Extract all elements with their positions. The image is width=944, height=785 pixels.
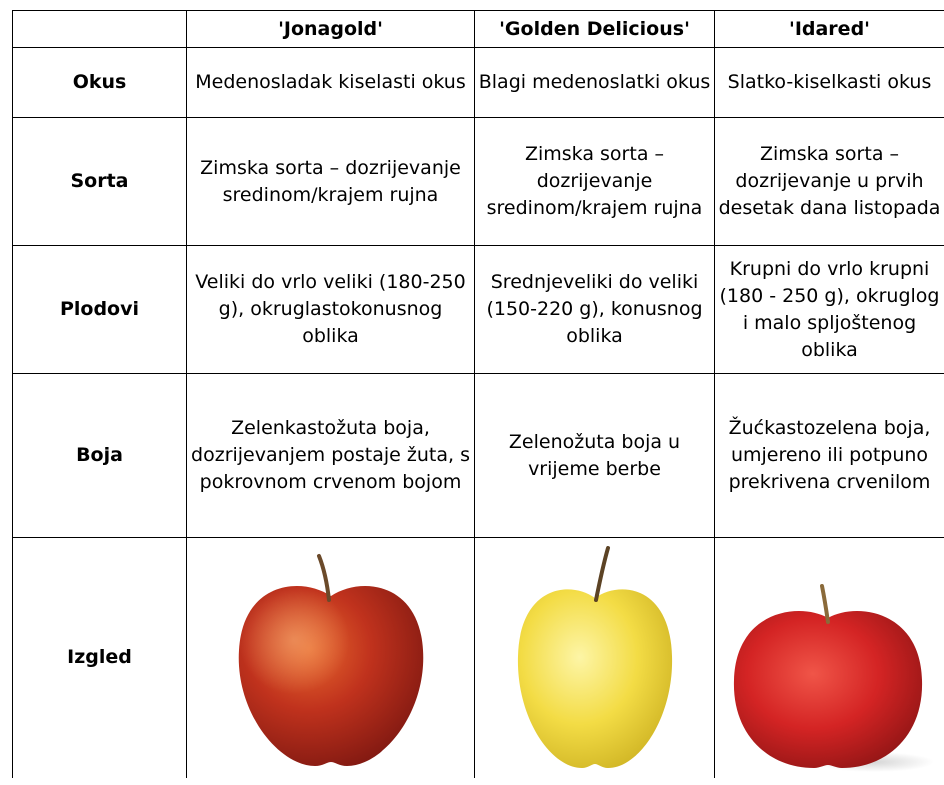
table-row-plodovi: Plodovi Veliki do vrlo veliki (180-250 g… [12,245,944,374]
table-row-sorta: Sorta Zimska sorta – dozrijevanje sredin… [12,117,944,246]
cell-sorta-golden-delicious: Zimska sorta – dozrijevanje sredinom/kra… [474,117,715,246]
header-idared: 'Idared' [714,10,944,48]
cell-izgled-golden-delicious [474,537,715,778]
cell-sorta-idared: Zimska sorta – dozrijevanje u prvih dese… [714,117,944,246]
row-label-plodovi: Plodovi [12,245,187,374]
cell-okus-golden-delicious: Blagi medenoslatki okus [474,47,715,118]
apple-jonagold-image [238,553,423,766]
cell-boja-idared: Žućkastozelena boja, umjereno ili potpun… [714,373,944,538]
row-label-boja: Boja [12,373,187,538]
cell-plodovi-jonagold: Veliki do vrlo veliki (180-250 g), okrug… [186,245,475,374]
header-corner-cell [12,10,187,48]
row-label-sorta: Sorta [12,117,187,246]
header-row: 'Jonagold' 'Golden Delicious' 'Idared' [12,10,944,48]
header-golden-delicious: 'Golden Delicious' [474,10,715,48]
apple-variety-comparison-table: 'Jonagold' 'Golden Delicious' 'Idared' O… [12,10,944,778]
header-jonagold: 'Jonagold' [186,10,475,48]
table-row-izgled: Izgled [12,537,944,778]
table-row-boja: Boja Zelenkastožuta boja, dozrijevanjem … [12,373,944,538]
row-label-okus: Okus [12,47,187,118]
cell-plodovi-idared: Krupni do vrlo krupni (180 - 250 g), okr… [714,245,944,374]
cell-izgled-jonagold [186,537,475,778]
cell-okus-idared: Slatko-kiselkasti okus [714,47,944,118]
cell-okus-jonagold: Medenosladak kiselasti okus [186,47,475,118]
table-row-okus: Okus Medenosladak kiselasti okus Blagi m… [12,47,944,118]
apple-golden-delicious-image [517,545,672,768]
cell-plodovi-golden-delicious: Srednjeveliki do veliki (150-220 g), kon… [474,245,715,374]
apple-idared-image [733,583,934,772]
cell-izgled-idared [714,537,944,778]
row-label-izgled: Izgled [12,537,187,778]
cell-boja-golden-delicious: Zelenožuta boja u vrijeme berbe [474,373,715,538]
cell-boja-jonagold: Zelenkastožuta boja, dozrijevanjem posta… [186,373,475,538]
cell-sorta-jonagold: Zimska sorta – dozrijevanje sredinom/kra… [186,117,475,246]
